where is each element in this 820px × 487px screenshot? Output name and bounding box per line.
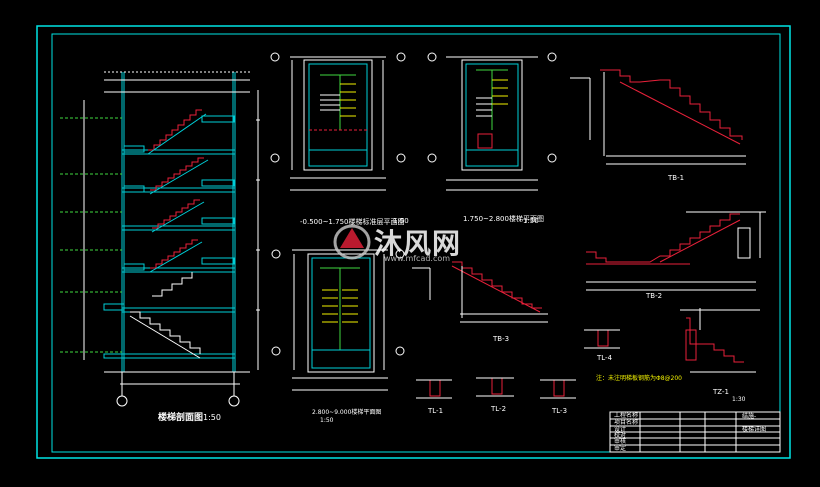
section-caption: 楼梯剖面图 (158, 413, 204, 423)
stair-plan-3 (271, 249, 405, 391)
title-block-sheet-label: 结施- (742, 413, 757, 420)
stair-plan-2 (427, 52, 557, 191)
plan-1-scale: 1:50 (393, 217, 409, 225)
general-note: 注：未注明梯板钢筋为Φ8@200 (596, 375, 682, 382)
tb-1-label: TB-1 (668, 174, 685, 182)
plan-3-caption: 2.800~9.000楼梯平面图 (312, 409, 382, 416)
inner-frame (51, 33, 781, 453)
plan-2-scale: 1:50 (523, 217, 539, 225)
tl-3-label: TL-3 (552, 407, 568, 415)
tl-1-label: TL-1 (428, 407, 444, 415)
tb-3-detail (412, 261, 548, 323)
tz-1-detail (680, 308, 760, 373)
title-block-row-1: 工程名称 (614, 412, 639, 419)
title-block-drawing-name: 楼梯详图 (742, 426, 767, 433)
title-block-grid (609, 411, 781, 453)
title-block-row-3: 设计 (614, 426, 627, 433)
outer-frame (36, 25, 791, 459)
title-block-row-2: 项目名称 (614, 419, 639, 426)
watermark-logo-mark (333, 224, 371, 260)
plan-3-scale: 1:50 (320, 417, 334, 424)
tb-2-label: TB-2 (646, 292, 663, 300)
tl-sections (416, 329, 620, 399)
stair-section-drawing (60, 71, 260, 407)
tl-4-label: TL-4 (597, 354, 613, 362)
detail-scale: 1:30 (732, 396, 746, 403)
stair-plan-1 (270, 52, 406, 191)
tb-1-detail (570, 69, 746, 165)
watermark-url: www.mfcad.com (384, 254, 451, 263)
tb-3-label: TB-3 (493, 335, 510, 343)
section-scale: 1:50 (203, 413, 221, 422)
plan-1-caption: -0.500~1.750楼梯标准层平面图 (300, 218, 405, 226)
title-block-row-5: 审核 (614, 438, 627, 445)
title-block-row-4: 校对 (614, 432, 627, 439)
plan-2-caption: 1.750~2.800楼梯平面图 (463, 215, 544, 223)
watermark-brand: 沐风网 (374, 227, 462, 260)
tb-2-detail (586, 211, 766, 291)
tl-2-label: TL-2 (491, 405, 507, 413)
title-block-row-6: 审定 (614, 445, 627, 452)
tz-1-label: TZ-1 (713, 388, 729, 396)
